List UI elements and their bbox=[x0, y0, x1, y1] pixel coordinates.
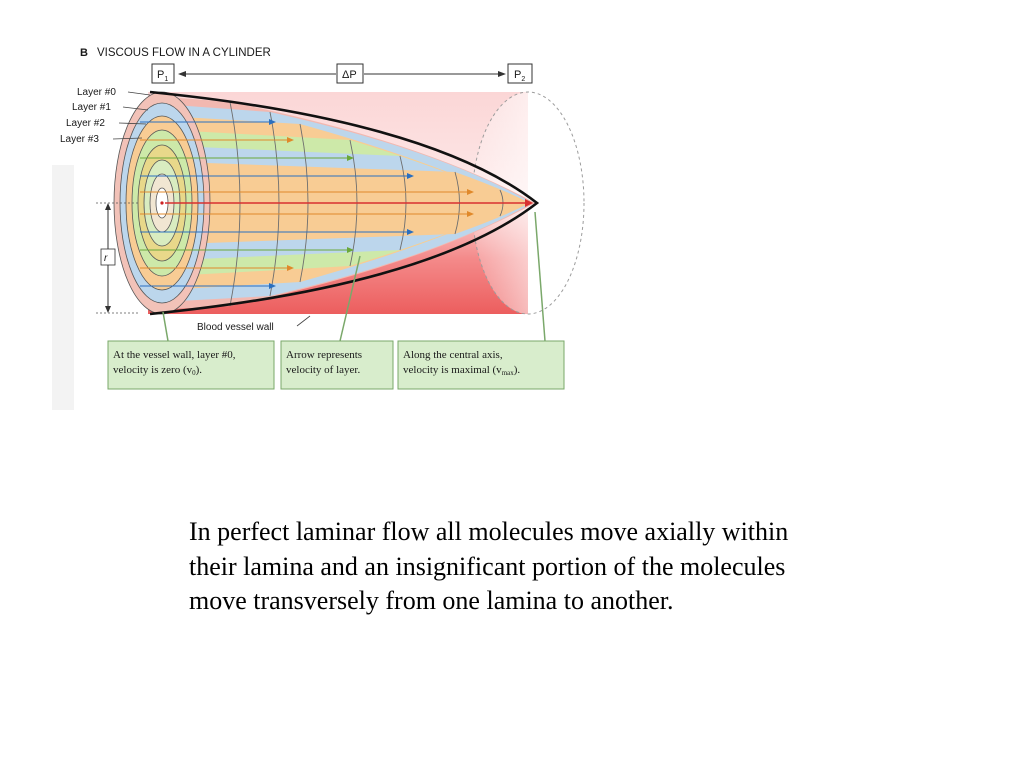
background-patch bbox=[52, 165, 74, 410]
layer-label-2: Layer #2 bbox=[66, 118, 105, 129]
p2-label: P2 bbox=[514, 69, 525, 83]
callout-pointer-axis bbox=[534, 211, 546, 342]
p1-box bbox=[151, 63, 175, 84]
callout-pointer-wall bbox=[162, 311, 169, 342]
callout-arrow-line1: Arrow represents bbox=[286, 349, 362, 361]
callout-axis-line2: velocity is maximal (vmax). bbox=[403, 364, 520, 377]
layer-label-0: Layer #0 bbox=[77, 87, 116, 98]
delta-p-box bbox=[336, 63, 364, 84]
callout-arrow-box bbox=[280, 340, 394, 390]
diagram-title: VISCOUS FLOW IN A CYLINDER bbox=[97, 47, 271, 59]
callout-arrow-line2: velocity of layer. bbox=[286, 364, 360, 376]
viscous-flow-diagram: B VISCOUS FLOW IN A CYLINDER P1 P2 ΔP La… bbox=[52, 47, 585, 410]
layer-label-3: Layer #3 bbox=[60, 134, 99, 145]
center-dot bbox=[160, 201, 164, 205]
panel-letter: B bbox=[80, 47, 88, 59]
wall-leader bbox=[296, 315, 311, 327]
callout-wall-line2: velocity is zero (v0). bbox=[113, 364, 202, 377]
radius-arrowhead-top bbox=[105, 203, 111, 210]
radius-label: r bbox=[104, 253, 108, 264]
pressure-arrowhead-left bbox=[178, 71, 186, 77]
radius-arrowhead-bottom bbox=[105, 306, 111, 313]
radius-box bbox=[100, 248, 116, 266]
callout-axis-line1: Along the central axis, bbox=[403, 349, 503, 361]
delta-p-label: ΔP bbox=[342, 69, 357, 81]
callout-wall-box bbox=[107, 340, 275, 390]
p1-label: P1 bbox=[157, 69, 168, 83]
p2-box bbox=[507, 63, 533, 84]
caption-text: In perfect laminar flow all molecules mo… bbox=[189, 517, 789, 615]
layer-leaders bbox=[112, 91, 151, 140]
callout-wall-line1: At the vessel wall, layer #0, bbox=[113, 349, 236, 361]
pressure-arrowhead-right bbox=[498, 71, 506, 77]
velocity-arrows bbox=[140, 119, 533, 289]
wall-label: Blood vessel wall bbox=[197, 322, 274, 333]
parabolic-profile bbox=[149, 90, 540, 316]
callout-pointer-arrow bbox=[339, 255, 361, 342]
callout-axis-box bbox=[397, 340, 565, 390]
layer-label-1: Layer #1 bbox=[72, 102, 111, 113]
